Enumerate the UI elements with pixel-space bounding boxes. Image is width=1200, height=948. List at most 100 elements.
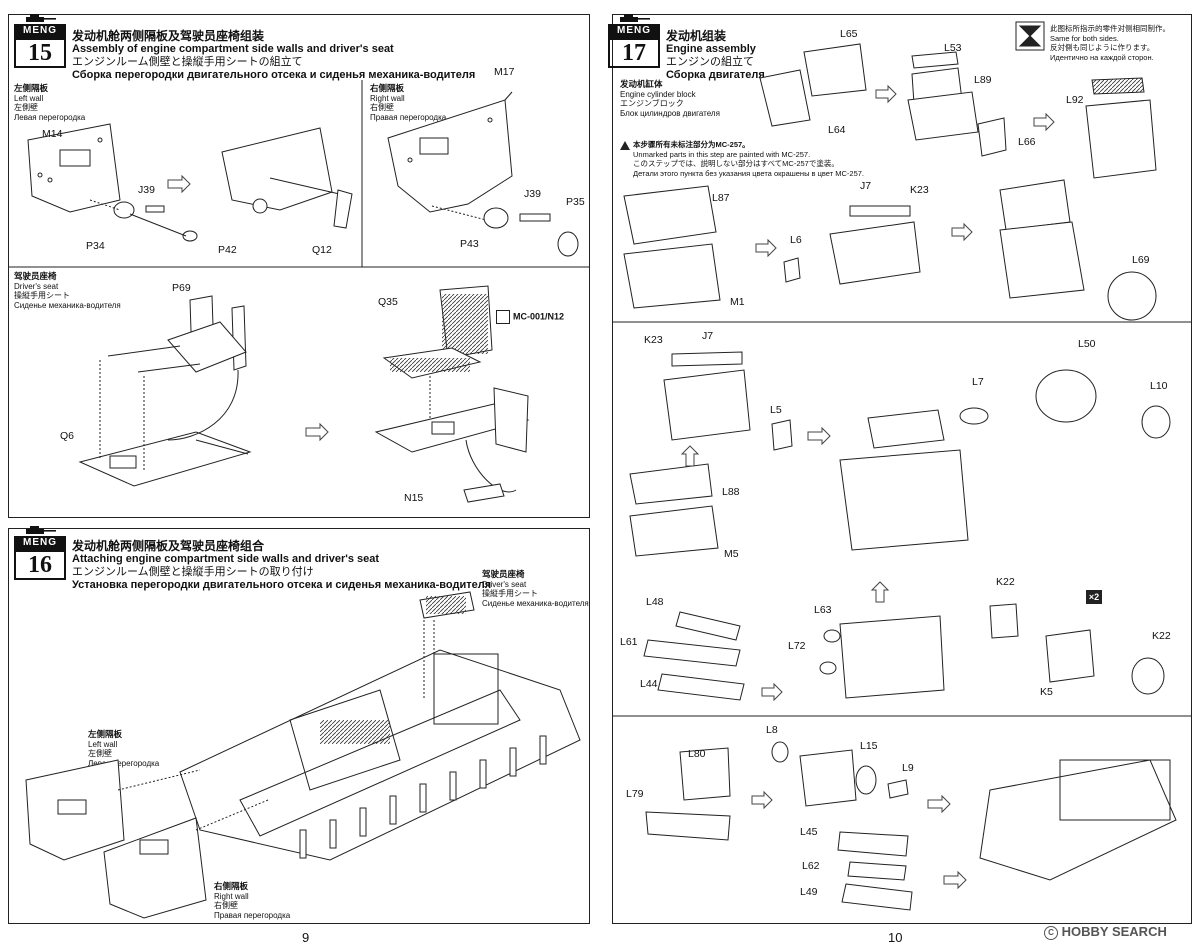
step-15-panel — [8, 14, 590, 518]
seat-part — [382, 285, 493, 379]
part-label-l48: L48 — [646, 596, 664, 608]
title-ja: エンジンルーム側壁と操縦手用シートの取り付け — [72, 566, 314, 578]
part-label-k23-mid: K23 — [644, 334, 663, 346]
part-label-m5: M5 — [724, 548, 739, 560]
multiplier-badge: ×2 — [1086, 590, 1102, 604]
part-label-l49: L49 — [800, 886, 818, 898]
part-label-l87: L87 — [712, 192, 730, 204]
part-label-n15: N15 — [404, 492, 424, 504]
seat-frame-part — [107, 295, 247, 373]
part-label-k22-right: K22 — [1152, 630, 1171, 642]
part-label-p43: P43 — [460, 238, 479, 250]
part-label-l65: L65 — [840, 28, 858, 40]
title-ru: Сборка двигателя — [666, 69, 765, 81]
part-label-l66: L66 — [1018, 136, 1036, 148]
part-label-j7: J7 — [860, 180, 872, 192]
seat-base-part — [78, 360, 252, 487]
part-label-l62: L62 — [802, 860, 820, 872]
title-en: Attaching engine compartment side walls … — [72, 553, 380, 565]
part-label-j7-mid: J7 — [702, 330, 714, 342]
part-label-p69: P69 — [172, 282, 191, 294]
part-label-q35: Q35 — [378, 296, 398, 308]
watermark: C HOBBY SEARCH — [1044, 924, 1167, 940]
title-zh: 发动机组装 — [666, 29, 727, 43]
right-wall-part — [387, 91, 513, 213]
left-wall-assembled — [221, 127, 353, 229]
part-label-l10: L10 — [1150, 380, 1168, 392]
part-label-l63: L63 — [814, 604, 832, 616]
part-label-p35: P35 — [566, 196, 585, 208]
part-label-p42: P42 — [218, 244, 237, 256]
step-number: 15 — [14, 38, 66, 68]
copyright-icon: C — [1044, 925, 1058, 940]
part-label-l80: L80 — [688, 748, 706, 760]
title-zh: 发动机舱两侧隔板及驾驶员座椅组装 — [72, 29, 265, 43]
part-label-l15: L15 — [860, 740, 878, 752]
part-label-m14: M14 — [42, 128, 63, 140]
page-number-right: 10 — [888, 930, 903, 945]
title-zh: 发动机舱两侧隔板及驾驶员座椅组合 — [72, 539, 265, 553]
both-sides-notice: 此图标所指示的零件对侧相同制作。 Same for both sides. 反対… — [1050, 24, 1170, 62]
part-label-l44: L44 — [640, 678, 658, 690]
part-label-l79: L79 — [626, 788, 644, 800]
title-en: Engine assembly — [666, 43, 756, 55]
part-label-k22: K22 — [996, 576, 1015, 588]
part-label-p34: P34 — [86, 240, 105, 252]
part-label-m1: M1 — [730, 296, 745, 308]
part-label-j39: J39 — [138, 184, 155, 196]
title-ja: エンジンの組立て — [666, 56, 754, 68]
title-ja: エンジンルーム側壁と操縦手用シートの組立て — [72, 56, 303, 68]
brand-logo: MENG — [14, 536, 66, 550]
step-number: 16 — [14, 550, 66, 580]
page-number-left: 9 — [302, 930, 310, 945]
part-label-m17: M17 — [494, 66, 515, 78]
step-number: 17 — [608, 38, 660, 68]
part-label-l9: L9 — [902, 762, 914, 774]
paint-notice: 本步骤所有未标注部分为MC-257。 Unmarked parts in thi… — [620, 140, 864, 178]
title-ru: Установка перегородки двигательного отсе… — [72, 579, 492, 591]
step-16-title: 发动机舱两侧隔板及驾驶员座椅组合 Attaching engine compar… — [72, 540, 491, 592]
part-label-l50: L50 — [1078, 338, 1096, 350]
part-label-l61: L61 — [620, 636, 638, 648]
warning-icon — [620, 140, 630, 150]
part-label-l6: L6 — [790, 234, 802, 246]
step-17-title: 发动机组装 Engine assembly エンジンの組立て Сборка дв… — [666, 30, 765, 82]
part-label-l92: L92 — [1066, 94, 1084, 106]
part-label-l45: L45 — [800, 826, 818, 838]
paint-brush-icon — [496, 310, 510, 324]
part-label-l53: L53 — [944, 42, 962, 54]
brand-logo: MENG — [14, 24, 66, 38]
part-label-l5: L5 — [770, 404, 782, 416]
part-label-l69: L69 — [1132, 254, 1150, 266]
title-ru: Сборка перегородки двигательного отсека … — [72, 69, 476, 81]
step-15-title: 发动机舱两侧隔板及驾驶员座椅组装 Assembly of engine comp… — [72, 30, 475, 82]
part-label-q12: Q12 — [312, 244, 332, 256]
tank-icon — [620, 14, 650, 22]
hinge-parts — [89, 199, 198, 242]
part-label-k5: K5 — [1040, 686, 1053, 698]
left-wall-part — [27, 123, 121, 213]
seat-assembled-frame — [374, 376, 530, 503]
tank-icon — [26, 526, 56, 534]
part-label-k23: K23 — [910, 184, 929, 196]
right-hinge-parts — [431, 205, 579, 257]
paint-code: MC-001/N12 — [496, 310, 564, 324]
part-label-l64: L64 — [828, 124, 846, 136]
brand-logo: MENG — [608, 24, 660, 38]
title-en: Assembly of engine compartment side wall… — [72, 43, 394, 55]
step-arrows — [167, 174, 329, 442]
both-sides-icon — [1015, 21, 1045, 51]
part-label-j39-right: J39 — [524, 188, 541, 200]
part-label-q6: Q6 — [60, 430, 75, 442]
part-label-l7: L7 — [972, 376, 984, 388]
